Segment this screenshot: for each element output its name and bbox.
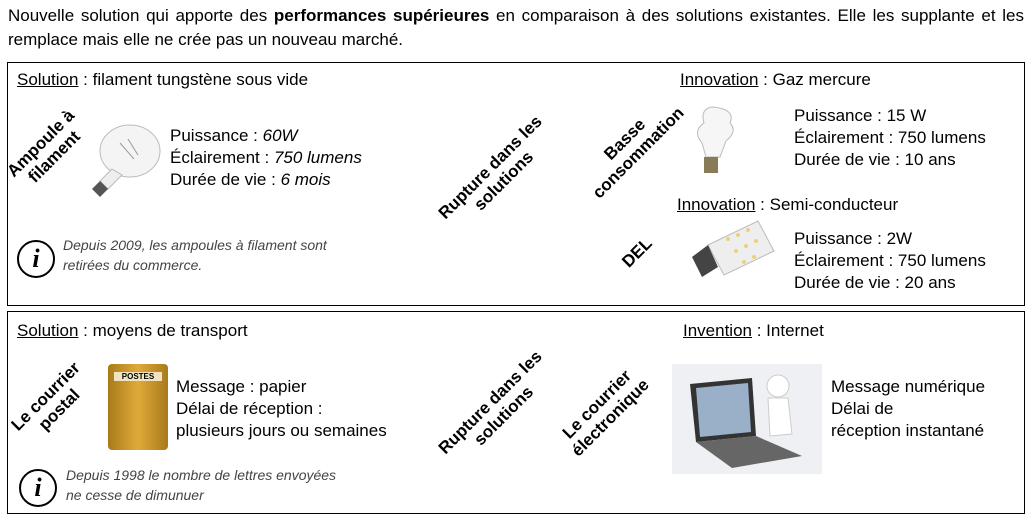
lighting-section: Solution : filament tungstène sous vide … <box>3 62 1025 306</box>
info-note: Depuis 2009, les ampoules à filament son… <box>63 237 327 273</box>
led-bulb-image <box>692 220 775 277</box>
old-specs: Puissance : 60W Éclairement : 750 lumens… <box>170 126 362 189</box>
led-label: DEL <box>618 233 656 272</box>
incandescent-bulb-image <box>92 124 161 197</box>
innovation-heading-2: Innovation : Semi-conducteur <box>677 195 899 214</box>
info-icon: i <box>19 469 57 507</box>
laptop-person-image <box>672 364 822 474</box>
info-icon: i <box>17 240 55 278</box>
invention-heading: Invention : Internet <box>683 321 824 340</box>
innovation-heading-1: Innovation : Gaz mercure <box>680 70 871 89</box>
mailbox-text: POSTES <box>114 372 162 381</box>
mailbox-image: POSTES <box>108 364 168 450</box>
cfl-bulb-image <box>697 106 734 173</box>
info-note: Depuis 1998 le nombre de lettres envoyée… <box>66 467 337 503</box>
solution-heading: Solution : filament tungstène sous vide <box>17 70 309 89</box>
mail-section: Solution : moyens de transport Le courri… <box>7 311 1025 514</box>
solution-heading: Solution : moyens de transport <box>17 321 248 340</box>
intro-paragraph: Nouvelle solution qui apporte des perfor… <box>8 6 1024 49</box>
